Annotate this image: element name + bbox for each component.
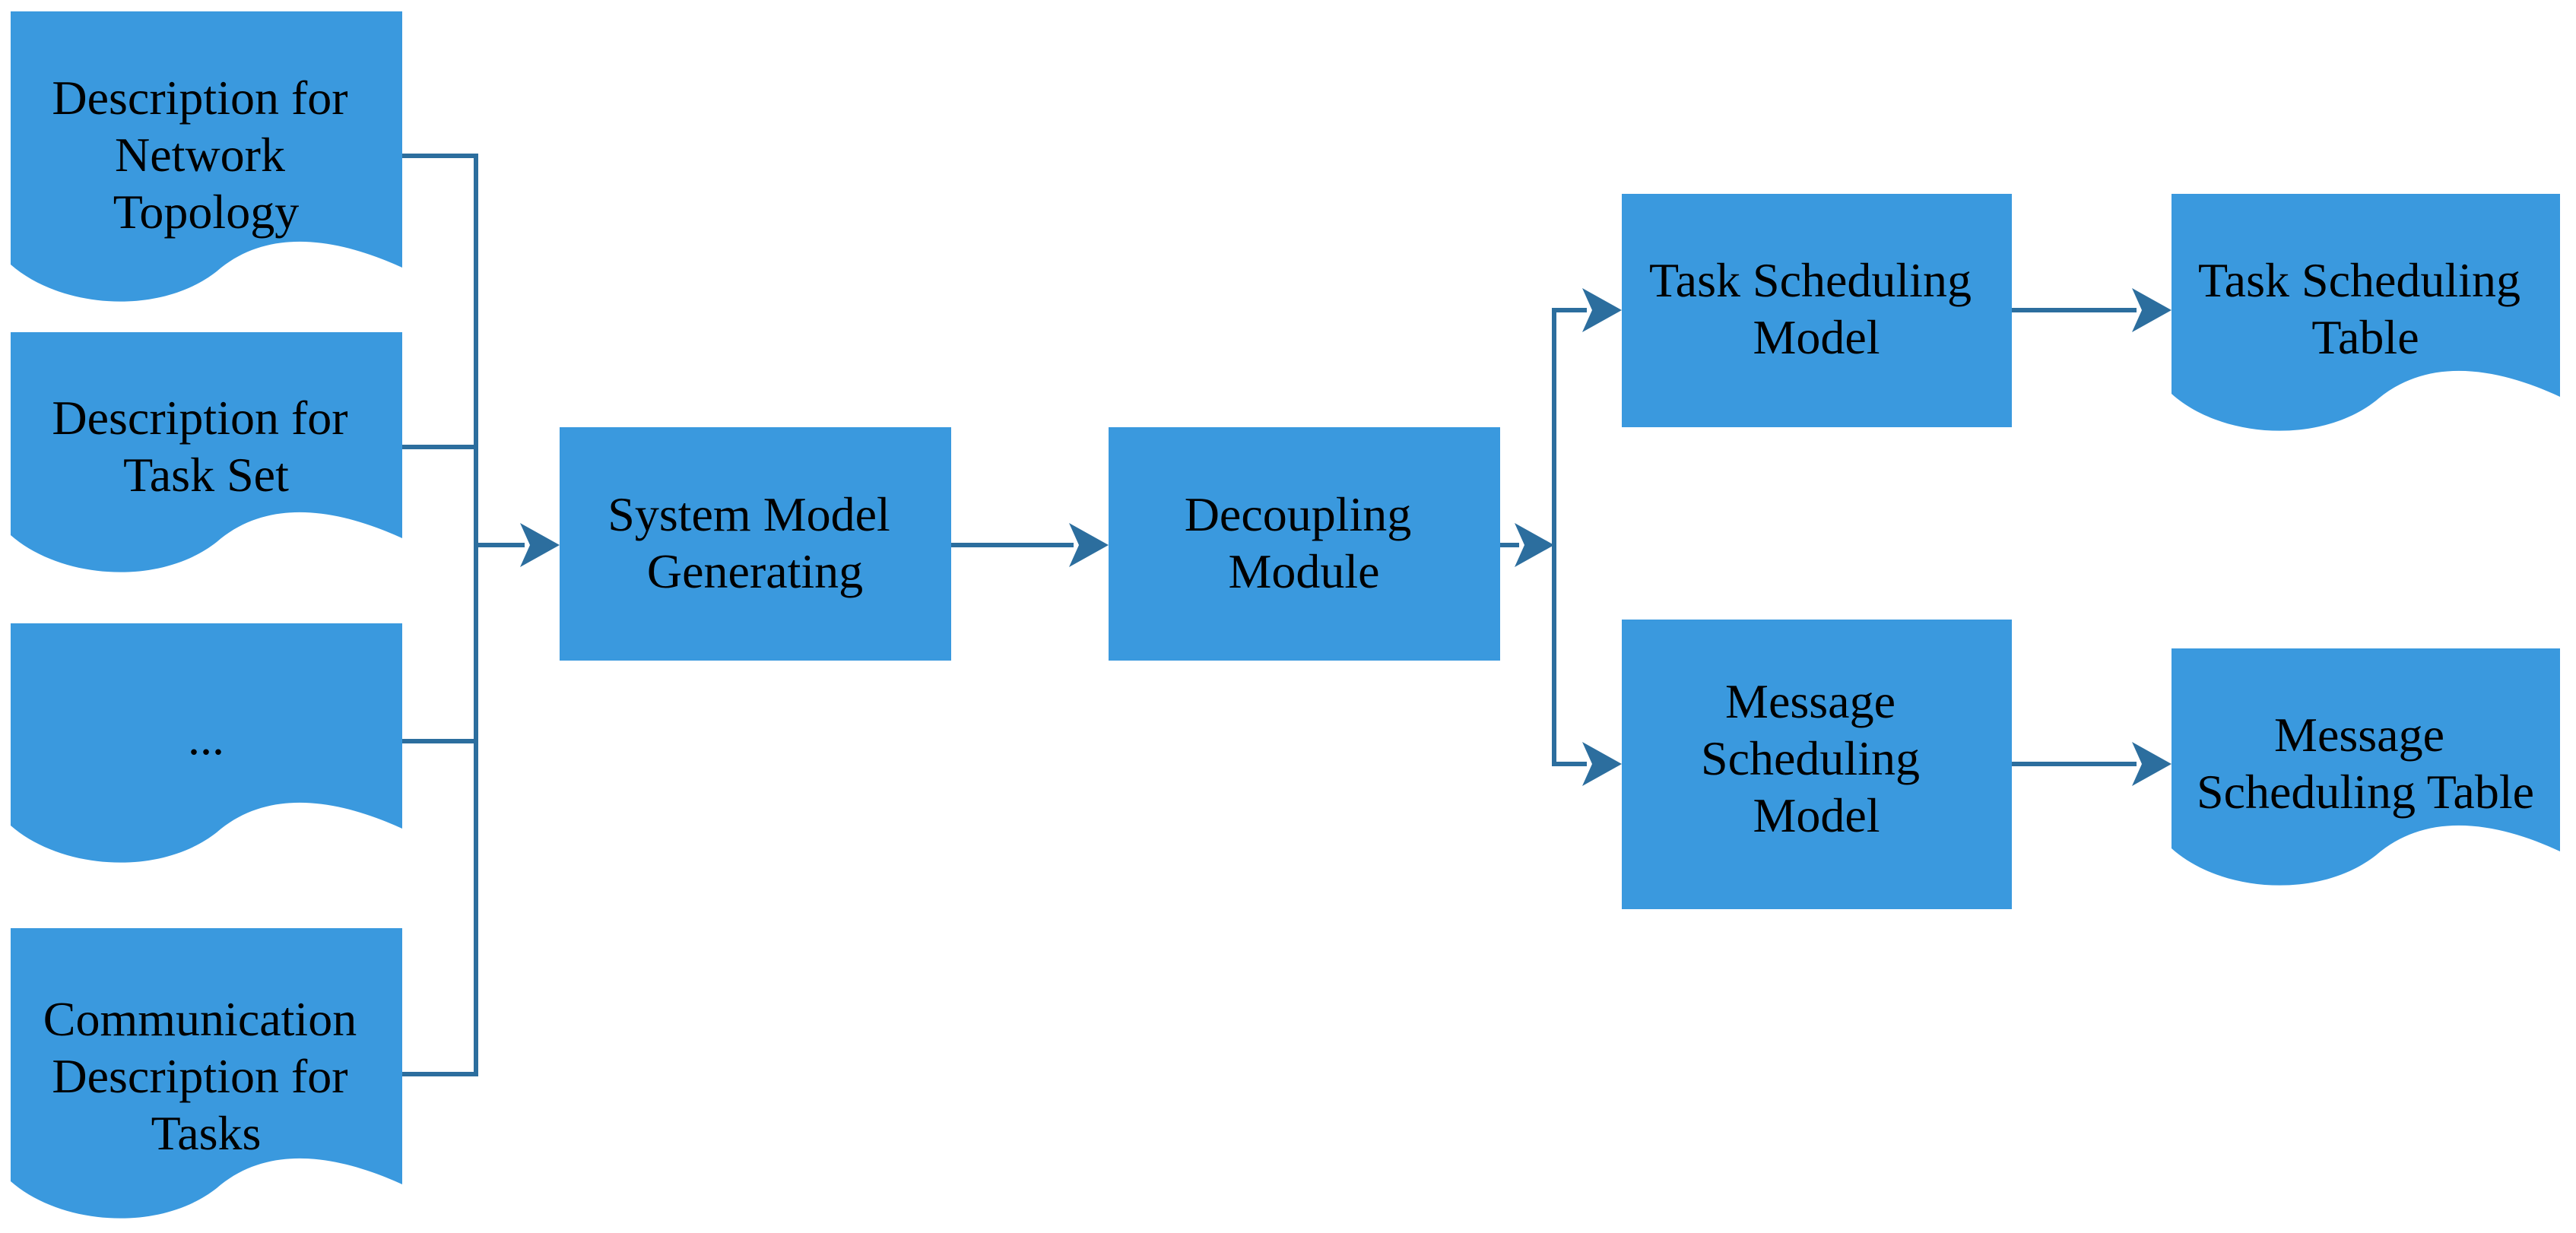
svg-text:Decoupling Module: Decoupling Module — [1185, 487, 1424, 598]
arrowhead-icon — [520, 523, 560, 567]
process-label-line: Generating — [647, 544, 863, 598]
svg-text:...: ... — [188, 711, 224, 765]
process-label-line: System Model — [608, 487, 890, 541]
input-doc-network-topology: Description for Network Topology — [11, 11, 402, 302]
process-system-model-generating: System Model Generating — [560, 427, 951, 661]
connector-system-to-decoupling — [951, 523, 1109, 567]
process-label-line: Decoupling — [1185, 487, 1412, 541]
output-doc-label-line: Scheduling Table — [2197, 765, 2534, 819]
output-doc-message-scheduling-table: Message Scheduling Table — [2172, 648, 2560, 886]
process-task-scheduling-model: Task Scheduling Model — [1622, 194, 2012, 427]
input-connectors — [402, 154, 560, 1076]
process-message-scheduling-model: Message Scheduling Model — [1622, 620, 2012, 909]
process-label-line: Message — [1725, 674, 1896, 728]
document-shape — [2172, 194, 2560, 431]
svg-text:Description for Network: Description for Network Topology — [52, 71, 360, 239]
svg-text:System Model Generating: System Model Generating — [608, 487, 903, 598]
process-box — [1109, 427, 1500, 661]
arrowhead-icon — [1582, 742, 1622, 786]
process-label-line: Scheduling — [1701, 731, 1920, 785]
document-shape — [11, 623, 402, 863]
input-doc-label-line: Task Set — [123, 448, 289, 502]
input-doc-label-line: Communication — [43, 992, 357, 1046]
input-doc-label-line: Tasks — [151, 1106, 262, 1160]
svg-text:Description for Task Set: Description for Task Set — [52, 391, 360, 502]
svg-text:Task Scheduling Table: Task Scheduling Table — [2198, 253, 2533, 364]
arrowhead-icon — [2132, 742, 2172, 786]
process-box — [1622, 620, 2012, 909]
output-connectors — [2012, 288, 2172, 786]
input-doc-label-line: Network — [115, 128, 285, 182]
svg-text:Communication Descriptio: Communication Description for Tasks — [43, 992, 369, 1160]
arrowhead-icon — [1069, 523, 1109, 567]
process-label-line: Model — [1753, 310, 1880, 364]
document-shape — [2172, 648, 2560, 886]
process-box — [560, 427, 951, 661]
input-doc-label-line: Description for — [52, 1049, 347, 1103]
svg-text:Task Scheduling Model: Task Scheduling Model — [1649, 253, 1984, 364]
input-doc-label-line: Topology — [113, 185, 299, 239]
arrowhead-icon — [1582, 288, 1622, 332]
output-doc-label-line: Table — [2311, 310, 2419, 364]
input-doc-task-set: Description for Task Set — [11, 332, 402, 572]
svg-text:Message Scheduling: Message Scheduling Model — [1701, 674, 1932, 842]
output-doc-task-scheduling-table: Task Scheduling Table — [2172, 194, 2560, 431]
input-doc-label-line: ... — [188, 711, 224, 765]
process-box — [1622, 194, 2012, 427]
input-doc-ellipsis: ... — [11, 623, 402, 863]
process-label-line: Task Scheduling — [1649, 253, 1972, 307]
document-shape — [11, 332, 402, 572]
input-doc-communication: Communication Description for Tasks — [11, 928, 402, 1219]
output-doc-label-line: Task Scheduling — [2198, 253, 2520, 307]
process-label-line: Module — [1228, 544, 1379, 598]
input-doc-label-line: Description for — [52, 391, 347, 445]
document-shape — [11, 11, 402, 302]
process-label-line: Model — [1753, 788, 1880, 842]
process-decoupling-module: Decoupling Module — [1109, 427, 1500, 661]
arrowhead-icon — [1515, 523, 1554, 567]
branch-connectors — [1500, 288, 1622, 786]
svg-text:Message Scheduling Table: Message Scheduling Table — [2197, 708, 2534, 819]
input-doc-label-line: Description for — [52, 71, 347, 125]
arrowhead-icon — [2132, 288, 2172, 332]
document-shape — [11, 928, 402, 1219]
output-doc-label-line: Message — [2274, 708, 2444, 762]
